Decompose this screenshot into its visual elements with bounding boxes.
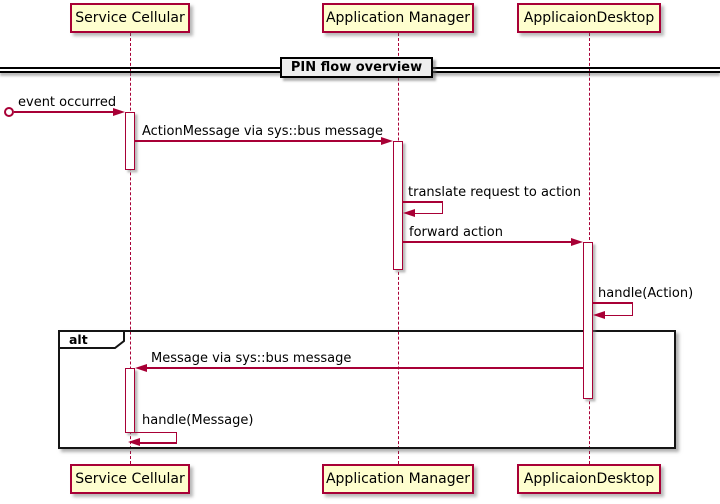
alt-fragment-frame [58,330,676,449]
message-handle-action-loop-bottom [605,314,633,316]
divider-title: PIN flow overview [280,57,433,78]
message-handle-message-loop-right [175,431,177,444]
message-handle-message-arrowhead-icon [128,438,140,446]
message-event-label: event occurred [18,95,117,110]
message-handle-action-loop-right [631,302,633,316]
message-forward-label: forward action [409,225,503,240]
participant-top-application-manager: Application Manager [322,3,474,33]
message-busmessage-arrowhead-icon [135,363,147,372]
message-handle-action-loop-top [593,302,633,304]
participant-top-applicaiondesktop: ApplicaionDesktop [517,3,661,33]
message-busmessage-label: Message via sys::bus message [151,351,352,366]
participant-bottom-applicaiondesktop: ApplicaionDesktop [517,464,661,494]
message-translate-label: translate request to action [408,185,581,200]
participant-bottom-service-cellular-label: Service Cellular [75,471,185,487]
message-translate-loop-top [403,201,443,203]
message-handle-message-loop-top [135,431,177,433]
participant-bottom-service-cellular: Service Cellular [70,464,190,494]
divider-title-label: PIN flow overview [290,60,423,75]
message-translate-loop-bottom [415,212,443,214]
lifeline-service-cellular [129,33,131,464]
message-actionmessage-label: ActionMessage via sys::bus message [142,124,384,139]
participant-bottom-application-manager-label: Application Manager [325,471,471,487]
message-translate-arrowhead-icon [403,208,415,217]
message-actionmessage-arrowhead-icon [381,136,393,145]
participant-top-applicaiondesktop-label: ApplicaionDesktop [523,10,655,26]
alt-fragment-operator: alt [69,332,88,347]
activation-service-cellular-2 [125,368,135,433]
message-handle-message-loop-bottom [140,442,177,444]
alt-fragment-label-shape [58,330,125,349]
participant-top-service-cellular-label: Service Cellular [75,10,185,26]
message-forward-arrowhead-icon [571,237,583,246]
message-handle-action-arrowhead-icon [593,310,605,319]
participant-top-service-cellular: Service Cellular [70,3,190,33]
message-forward-line [403,241,571,243]
message-event-line [14,111,113,113]
activation-application-manager [393,141,403,270]
found-message-circle [4,107,14,117]
message-actionmessage-line [135,140,381,142]
message-busmessage-line [147,367,583,369]
participant-top-application-manager-label: Application Manager [325,10,471,26]
message-translate-loop-right [441,201,443,214]
participant-bottom-applicaiondesktop-label: ApplicaionDesktop [523,471,655,487]
activation-service-cellular-1 [125,112,135,170]
message-handle-action-label: handle(Action) [598,286,694,301]
message-handle-message-label: handle(Message) [142,413,254,428]
message-event-arrowhead-icon [113,107,125,116]
activation-applicaiondesktop [583,242,593,399]
participant-bottom-application-manager: Application Manager [322,464,474,494]
